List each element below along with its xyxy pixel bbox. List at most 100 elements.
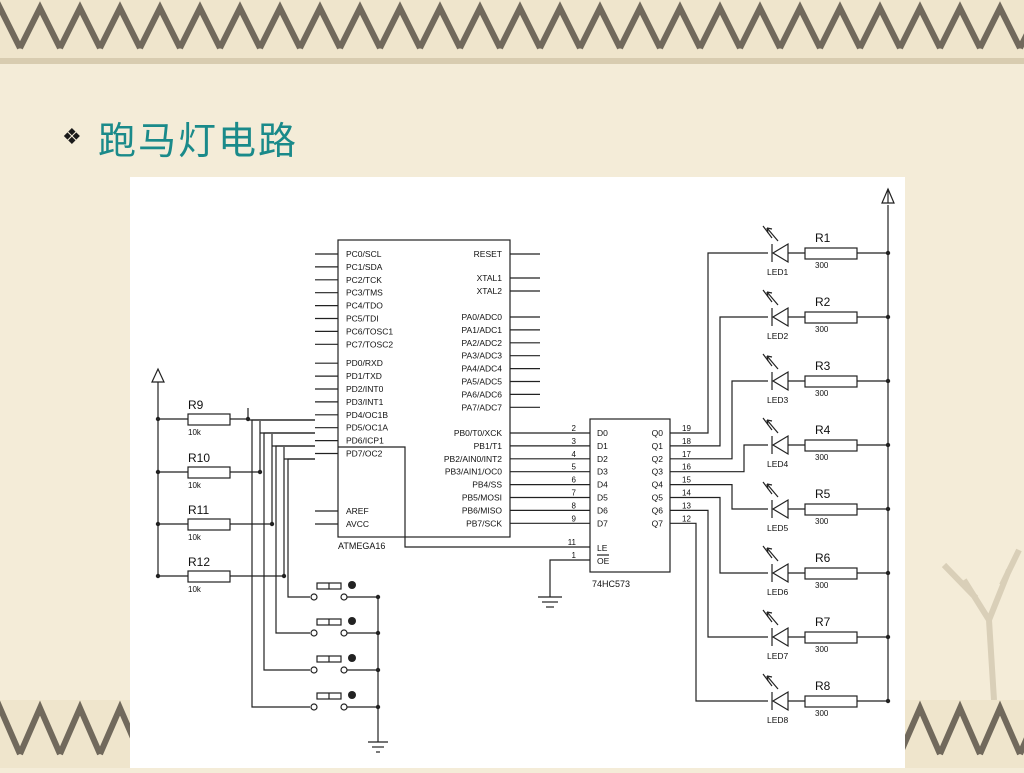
pullup-resistor-body [187,413,231,426]
led-light-arrow [766,547,773,550]
led-resistor-value: 300 [815,709,829,718]
led-resistor-name: R5 [815,487,831,501]
mcu-pin-label: PB0/T0/XCK [454,428,503,438]
title-line: ❖ 跑马灯电路 [62,112,298,163]
mcu-pin-label: PB5/MOSI [462,493,502,503]
switch-wire [287,458,315,598]
latch-pin-label: D2 [597,454,608,464]
led-light-arrow [766,419,773,422]
led-diode-icon [771,498,789,520]
pin-number: 7 [572,489,577,498]
led-resistor-name: R6 [815,551,831,565]
pullup-resistor-value: 10k [188,533,202,542]
le-control-wire [338,446,590,548]
led-light-arrow [766,355,773,358]
led-resistor-body [804,631,858,644]
zigzag-pattern [0,1,1024,50]
junction-dot [885,314,891,320]
mcu-pin-label: PC2/TCK [346,275,382,285]
diamond-bullet-icon: ❖ [62,124,82,149]
mcu-pin-label: PC1/SDA [346,262,383,272]
pullup-resistor-value: 10k [188,481,202,490]
mcu-pin-label: PC5/TDI [346,314,379,324]
pin-number: 8 [572,501,577,510]
latch-pin-label: LE [597,543,608,553]
latch-pin-label: D4 [597,480,608,490]
pin-number: 13 [682,501,691,510]
led-light-arrow [766,675,773,678]
latch-chip-name: 74HC573 [592,579,630,589]
led-resistor-value: 300 [815,261,829,270]
switch-contact [310,593,318,601]
junction-dot [375,594,381,600]
mcu-pin-label: PD0/RXD [346,358,383,368]
pin-number: 1 [572,551,577,560]
mcu-pin-label: PD6/ICP1 [346,436,384,446]
switch-contact [340,593,348,601]
led-light-arrow [766,227,779,242]
mcu-pin-label: PB3/AIN1/OC0 [445,467,502,477]
pin-number: 11 [568,538,577,547]
oe-ground-wire [549,559,590,597]
latch-pin-label: Q4 [652,480,664,490]
circuit-schematic: ATMEGA16PC0/SCLPC1/SDAPC2/TCKPC3/TMSPC4/… [151,187,895,753]
mcu-pin-label: PA0/ADC0 [462,312,503,322]
latch-pin-label: Q7 [652,518,664,528]
led-light-arrow [762,289,773,303]
latch-pin-label: D1 [597,441,608,451]
pullup-resistor-value: 10k [188,428,202,437]
switch-contact [340,666,348,674]
switch-knob [348,581,356,589]
switch-knob [348,654,356,662]
led-resistor-value: 300 [815,645,829,654]
led-resistor-value: 300 [815,517,829,526]
mcu-pin-label: PD2/INT0 [346,384,384,394]
vcc-arrow-icon [151,367,165,383]
led-resistor-value: 300 [815,389,829,398]
led-label: LED3 [767,395,789,405]
pin-number: 5 [572,463,577,472]
switch-wire [263,432,315,671]
led-light-arrow [766,547,779,562]
mcu-pin-label: RESET [474,249,502,259]
led-resistor-value: 300 [815,453,829,462]
latch-pin-label: Q2 [652,454,664,464]
led-light-arrow [766,611,779,626]
led-diode-icon [771,562,789,584]
led-light-arrow [766,227,773,230]
led-drive-wire [670,496,768,574]
led-resistor-body [804,375,858,388]
mcu-pin-label: XTAL1 [477,273,503,283]
led-drive-wire [670,509,768,638]
led-light-arrow [762,481,773,495]
switch-contact [340,629,348,637]
switch-wire [251,419,315,708]
mcu-pin-label: AREF [346,506,369,516]
junction-dot [155,469,161,475]
mcu-pin-label: PD3/INT1 [346,397,384,407]
mcu-pin-label: PB7/SCK [466,518,502,528]
latch-pin-label: D0 [597,428,608,438]
led-diode-icon [771,626,789,648]
led-resistor-name: R8 [815,679,831,693]
latch-pin-label: Q0 [652,428,664,438]
junction-dot [155,521,161,527]
mcu-pin-label: XTAL2 [477,286,503,296]
led-resistor-body [804,503,858,516]
pullup-resistor-value: 10k [188,585,202,594]
input-wire [247,408,315,421]
mcu-pin-label: PD7/OC2 [346,449,383,459]
pin-number: 15 [682,476,691,485]
led-resistor-value: 300 [815,581,829,590]
led-light-arrow [762,417,773,431]
mcu-pin-label: PD5/OC1A [346,423,388,433]
mcu-pin-label: PD1/TXD [346,371,382,381]
led-resistor-body [804,567,858,580]
pullup-resistor-name: R12 [188,555,210,569]
pin-number: 3 [572,437,577,446]
led-resistor-body [804,311,858,324]
led-diode-icon [771,242,789,264]
mcu-pin-label: PC6/TOSC1 [346,326,393,336]
junction-dot [885,250,891,256]
junction-dot [885,442,891,448]
